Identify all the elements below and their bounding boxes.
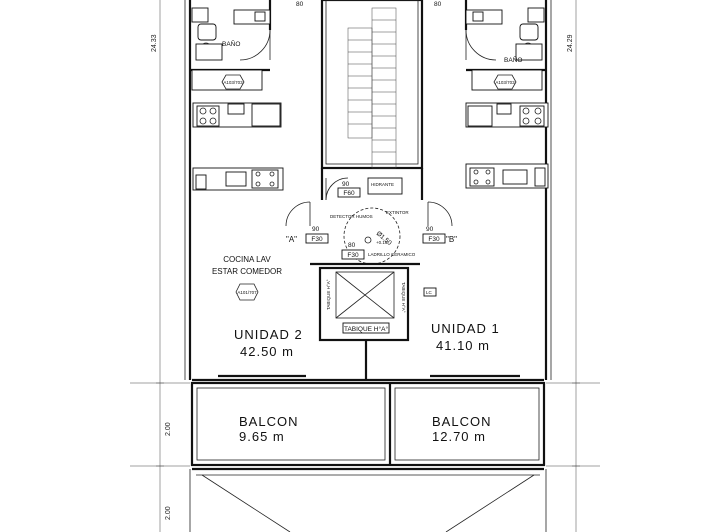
unit-1-kitchen bbox=[465, 102, 549, 189]
unit-2-area: 42.50 m bbox=[240, 344, 294, 359]
unit-1-area: 41.10 m bbox=[436, 338, 490, 353]
dim-80-center: 80 bbox=[348, 242, 356, 249]
balcon-right-area: 12.70 m bbox=[432, 429, 486, 444]
hall: F60 90 HIDRANTE F30 F30 90 90 "A" "B" Ø1… bbox=[285, 168, 457, 266]
label-extintor: EXTINTOR bbox=[386, 210, 409, 215]
balcon-right-title: BALCON bbox=[432, 414, 491, 429]
dim-bottom-depth: 2.00 bbox=[165, 506, 172, 520]
label-f30-center: F30 bbox=[347, 252, 359, 259]
label-ladrillo: LADRILLO CERAMICO bbox=[368, 252, 416, 257]
unit-2-kitchen bbox=[192, 102, 284, 191]
room-cocina: COCINA LAV bbox=[223, 255, 271, 264]
dim-balcony-depth: 2.00 bbox=[165, 422, 172, 436]
door-b-label: "B" bbox=[446, 235, 457, 244]
unit-2-title: UNIDAD 2 bbox=[234, 327, 303, 342]
tag-left-bath: A103/703 bbox=[223, 80, 243, 85]
label-tabique-v-right: TABIQUE H°A° bbox=[401, 282, 406, 313]
tag-living-shape bbox=[235, 283, 259, 301]
exterior-walls bbox=[184, 0, 552, 382]
label-f30-left: F30 bbox=[311, 236, 323, 243]
dim-80-top-right: 80 bbox=[434, 1, 442, 8]
room-bano-right: BAÑO bbox=[504, 55, 522, 64]
door-a-label: "A" bbox=[286, 235, 297, 244]
dimension-lines bbox=[130, 0, 600, 532]
tag-living: A101/707 bbox=[237, 290, 257, 295]
dim-90-left: 90 bbox=[312, 226, 320, 233]
room-estar: ESTAR COMEDOR bbox=[212, 267, 282, 276]
label-hidrante: HIDRANTE bbox=[371, 182, 394, 187]
balconies bbox=[190, 381, 546, 467]
dim-right-height: 24.29 bbox=[567, 34, 574, 52]
unit-2-bathroom: A103/703 bbox=[190, 0, 272, 91]
balcon-left-title: BALCON bbox=[239, 414, 298, 429]
label-level: +0.16 bbox=[376, 240, 388, 245]
dim-90-f60: 90 bbox=[342, 181, 350, 188]
label-f60: F60 bbox=[343, 190, 355, 197]
label-f30-right: F30 bbox=[428, 236, 440, 243]
stair-core bbox=[320, 0, 424, 170]
dim-80-top-left: 80 bbox=[296, 1, 304, 8]
elevator-shaft: TABIQUE H°A° TABIQUE H°A° TABIQUE H°A° L… bbox=[318, 266, 437, 342]
dim-left-height: 24.33 bbox=[151, 34, 158, 52]
unit-1-title: UNIDAD 1 bbox=[431, 321, 500, 336]
unit-1-bathroom: A103/703 bbox=[464, 0, 546, 91]
tag-right-bath: A103/703 bbox=[495, 80, 515, 85]
room-bano-left: BAÑO bbox=[222, 39, 240, 48]
lower-void bbox=[189, 467, 547, 532]
windows bbox=[218, 340, 520, 380]
dim-90-right: 90 bbox=[426, 226, 434, 233]
label-tabique-v-left: TABIQUE H°A° bbox=[326, 279, 331, 310]
label-lc: LC bbox=[426, 290, 433, 295]
label-tabique-h: TABIQUE H°A° bbox=[344, 325, 388, 333]
balcon-left-area: 9.65 m bbox=[239, 429, 285, 444]
label-detector: DETECTOR HUMOS bbox=[330, 214, 373, 219]
